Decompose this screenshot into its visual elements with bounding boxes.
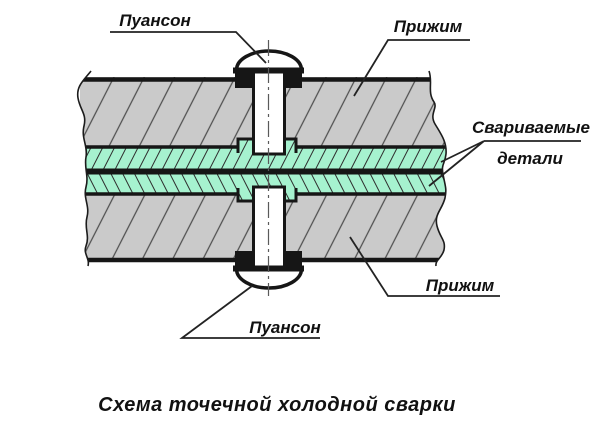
lower-sheet-hatch xyxy=(80,171,450,194)
leader-clamp-bottom xyxy=(349,236,500,297)
label-punch-top: Пуансон xyxy=(119,11,191,30)
leader-clamp-top xyxy=(353,39,470,97)
leader-welded-parts xyxy=(428,140,581,187)
label-clamp-top: Прижим xyxy=(394,17,463,36)
bottom-punch-collar-right xyxy=(284,251,302,266)
label-welded-parts-line2: детали xyxy=(497,149,563,168)
top-punch-collar-left xyxy=(235,72,254,88)
leader-punch-bottom xyxy=(179,285,320,339)
leader-punch-top xyxy=(110,31,267,64)
label-clamp-bottom: Прижим xyxy=(426,276,495,295)
label-punch-bottom: Пуансон xyxy=(249,318,321,337)
diagram-caption: Схема точечной холодной сварки xyxy=(98,394,456,416)
top-punch-collar-right xyxy=(284,72,302,88)
bottom-punch-shank xyxy=(252,185,286,267)
break-edge-left xyxy=(58,70,92,267)
bottom-punch-collar-left xyxy=(235,251,254,266)
leader-lines xyxy=(110,31,581,339)
label-welded-parts-line1: Свариваемые xyxy=(472,118,590,137)
